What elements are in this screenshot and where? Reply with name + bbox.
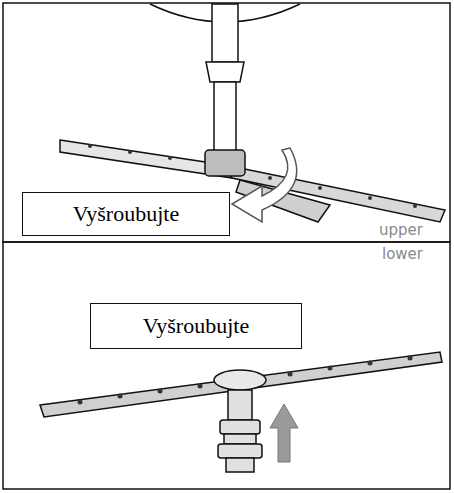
lift-arrow: [270, 404, 298, 462]
upper-feed-pipe: [150, 4, 300, 152]
instruction-text: Vyšroubujte: [143, 313, 249, 338]
panel-label: lower: [381, 246, 424, 263]
turn-arrow: [232, 148, 297, 222]
text-box: Vyšroubujte: [22, 192, 230, 236]
upper-panel: [3, 3, 450, 242]
lower-arm-base: [218, 390, 262, 472]
panel-label: upper: [378, 222, 424, 239]
instruction-text: Vyšroubujte: [73, 201, 179, 226]
text-box: Vyšroubujte: [90, 303, 302, 349]
lower-panel: [3, 242, 450, 489]
